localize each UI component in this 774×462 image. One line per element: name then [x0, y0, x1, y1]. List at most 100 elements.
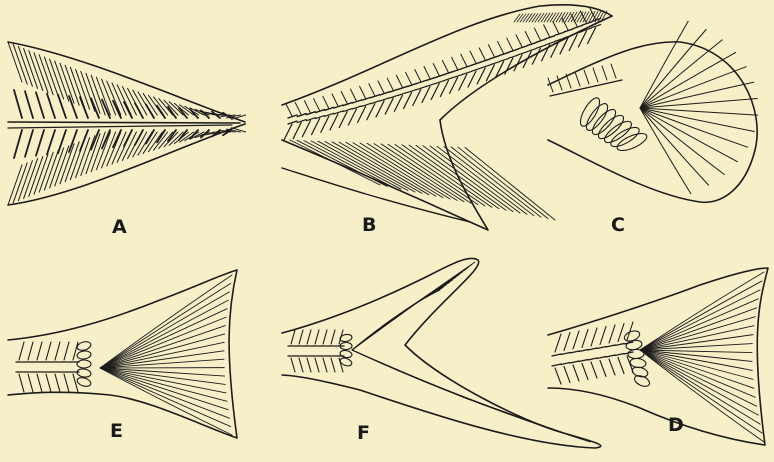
vertebra — [371, 95, 380, 98]
neural-spine — [286, 104, 292, 116]
panel-d-vertebrae — [552, 322, 651, 388]
haemal-spine — [582, 364, 588, 380]
neural-spine — [602, 66, 607, 80]
panel-label-e: E — [110, 420, 123, 442]
vertebra — [559, 92, 568, 94]
fin-ray — [574, 12, 580, 22]
vertebra — [518, 46, 527, 49]
hypural-bone — [77, 350, 92, 360]
fin-ray — [568, 12, 574, 22]
haemal-spine — [376, 101, 384, 117]
fin-ray — [640, 108, 691, 194]
neural-spine — [307, 330, 311, 344]
panel-label-d: D — [668, 414, 684, 436]
fin-ray — [352, 350, 507, 413]
fin-ray — [526, 14, 532, 22]
vertebra — [325, 113, 334, 116]
neural-spine — [332, 94, 338, 106]
vertebra — [615, 354, 624, 356]
vertebra — [472, 62, 481, 65]
neural-spine — [516, 35, 522, 47]
tail-panel-a — [8, 42, 246, 205]
neural-spine — [19, 342, 24, 360]
haemal-spine — [55, 374, 60, 392]
fin-ray — [100, 368, 228, 410]
fin-ray — [514, 14, 520, 22]
neural-spine — [573, 331, 579, 349]
haemal-spine — [618, 358, 624, 374]
haemal-spine — [477, 68, 485, 84]
vertebra — [481, 65, 490, 68]
vertebra — [561, 353, 570, 355]
haemal-spine — [468, 71, 476, 87]
neural-spine — [396, 75, 402, 87]
haemal-spine — [69, 130, 77, 152]
fin-ray — [100, 275, 232, 368]
tail-panel-f — [282, 258, 601, 448]
neural-spine — [566, 74, 571, 88]
haemal-spine — [58, 130, 66, 153]
fin-ray — [352, 287, 443, 350]
haemal-spine — [293, 123, 301, 139]
vertebra — [362, 103, 371, 106]
haemal-spine — [330, 114, 338, 130]
vertebra — [586, 86, 595, 88]
vertebra — [398, 92, 407, 95]
fin-ray — [520, 14, 526, 22]
hypural-bone — [595, 112, 627, 142]
neural-spine — [611, 64, 616, 78]
panel-label-b: B — [362, 214, 376, 236]
vertebra — [408, 83, 417, 86]
neural-spine — [452, 57, 458, 69]
fin-ray — [640, 350, 762, 433]
vertebra — [306, 112, 315, 115]
fin-ray — [640, 52, 736, 108]
vertebra — [552, 354, 561, 356]
neural-spine — [498, 41, 504, 53]
vertebra — [570, 351, 579, 353]
vertebra — [352, 100, 361, 103]
fin-ray — [544, 13, 550, 22]
fin-ray — [640, 350, 753, 379]
vertebra — [536, 39, 545, 42]
vertebra — [568, 90, 577, 92]
haemal-spine — [19, 374, 24, 392]
neural-spine — [387, 78, 393, 90]
neural-spine — [507, 38, 513, 50]
panel-label-a: A — [112, 216, 127, 238]
haemal-spine — [532, 48, 540, 64]
fin-ray — [640, 281, 762, 350]
panel-d-outline — [548, 268, 768, 445]
neural-spine — [315, 330, 319, 344]
haemal-spine — [459, 74, 467, 90]
fin-ray — [640, 350, 757, 406]
fin-ray — [352, 350, 562, 432]
fin-ray — [352, 262, 475, 350]
vertebra — [389, 95, 398, 98]
fin-ray — [640, 21, 688, 108]
fin-ray — [640, 108, 737, 162]
haemal-spine — [573, 365, 579, 381]
vertebra — [371, 101, 380, 104]
vertebra — [426, 84, 435, 87]
neural-spine — [544, 25, 550, 37]
fin-ray — [517, 14, 523, 22]
haemal-spine — [578, 31, 586, 47]
fin-ray — [352, 350, 535, 423]
neural-spine — [591, 328, 597, 346]
neural-spine — [341, 92, 347, 104]
haemal-spine — [367, 104, 375, 120]
haemal-spine — [37, 374, 42, 392]
vertebra — [472, 68, 481, 71]
neural-spine — [584, 70, 589, 84]
haemal-spine — [591, 362, 597, 378]
fin-ray — [550, 13, 556, 22]
fin-ray — [583, 12, 589, 22]
vertebra — [490, 56, 499, 59]
vertebra — [435, 81, 444, 84]
fin-ray — [100, 292, 229, 368]
vertebra — [577, 88, 586, 90]
haemal-spine — [600, 361, 606, 377]
haemal-spine — [564, 367, 570, 383]
neural-spine — [58, 95, 66, 118]
